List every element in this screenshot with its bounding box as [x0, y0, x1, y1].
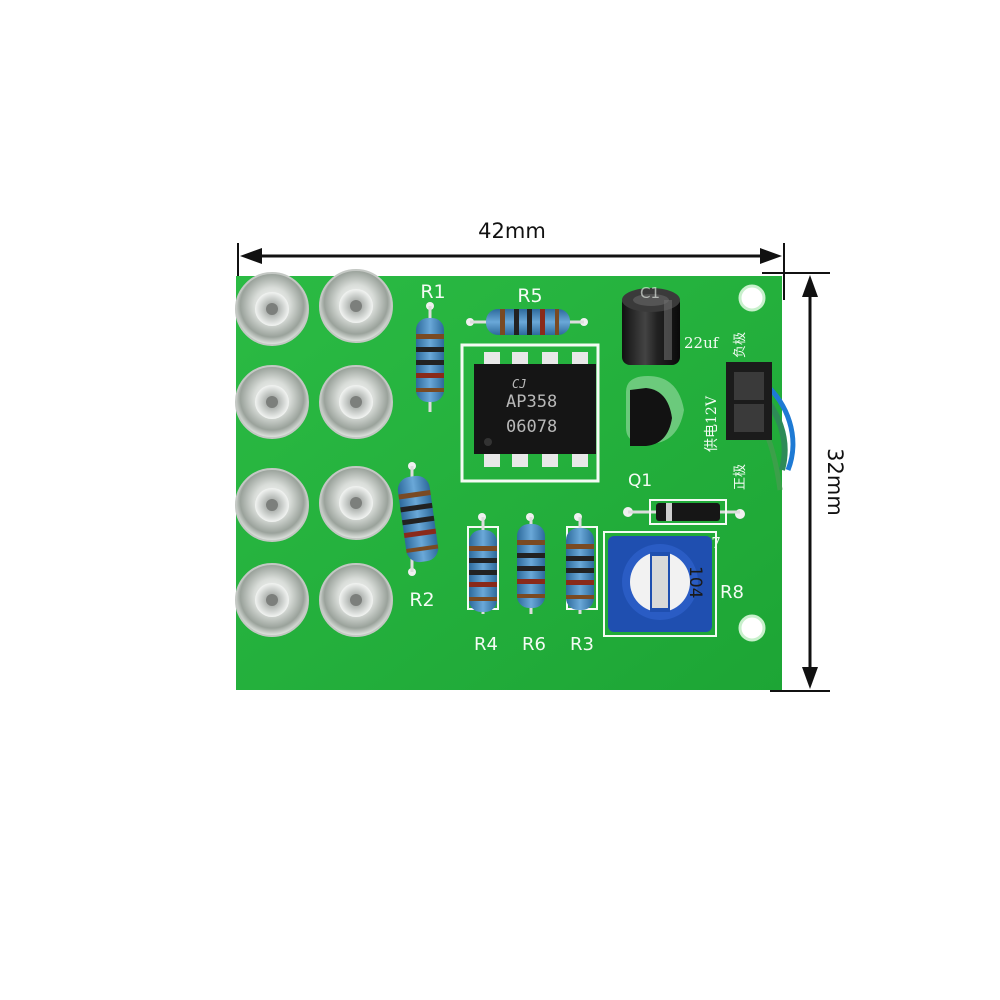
width-label: 42mm — [478, 219, 546, 243]
led — [235, 272, 309, 346]
led-array — [235, 269, 393, 637]
potentiometer-r8: 104 R8 — [603, 531, 744, 637]
width-dimension: 42mm — [237, 219, 785, 310]
r5-label: R5 — [517, 285, 542, 307]
height-label: 32mm — [823, 448, 847, 516]
resistor-r5: R5 — [470, 285, 584, 335]
led — [235, 468, 309, 542]
mounting-hole — [738, 614, 766, 642]
resistor-r1: R1 — [416, 281, 446, 412]
led — [235, 365, 309, 439]
power-connector — [726, 362, 796, 491]
led — [319, 466, 393, 540]
resistor-r6: R6 — [517, 517, 546, 655]
r2-label: R2 — [409, 589, 434, 611]
negative-label: 负极 — [733, 332, 748, 358]
resistor-r4: R4 — [467, 517, 499, 655]
chip-logo: CJ — [512, 377, 526, 391]
chip-date-code: 06078 — [506, 417, 557, 437]
potentiometer-marking: 104 — [685, 566, 705, 598]
resistor-r2: R2 — [397, 466, 439, 611]
led — [319, 269, 393, 343]
chip-part-number: AP358 — [506, 392, 557, 412]
led — [235, 563, 309, 637]
height-dimension: 32mm — [762, 272, 847, 692]
ic-chip: CJ AP358 06078 — [460, 343, 600, 483]
r3-label: R3 — [570, 634, 594, 655]
capacitor-label: C1 — [640, 284, 660, 302]
r4-label: R4 — [474, 634, 498, 655]
capacitor-value: 22uf — [684, 334, 720, 352]
transistor-label: Q1 — [628, 471, 652, 491]
led — [319, 563, 393, 637]
resistor-r3: R3 — [566, 517, 598, 655]
capacitor-c1: C1 22uf — [622, 284, 720, 365]
r6-label: R6 — [522, 634, 546, 655]
supply-label: 供电12V — [704, 395, 720, 452]
r8-label: R8 — [720, 582, 744, 603]
r1-label: R1 — [420, 281, 445, 303]
positive-label: 正极 — [733, 464, 748, 490]
power-silkscreen: 负极 供电12V 正极 — [704, 332, 748, 490]
transistor-q1: Q1 — [626, 376, 684, 491]
mounting-hole — [738, 284, 766, 312]
led — [319, 365, 393, 439]
